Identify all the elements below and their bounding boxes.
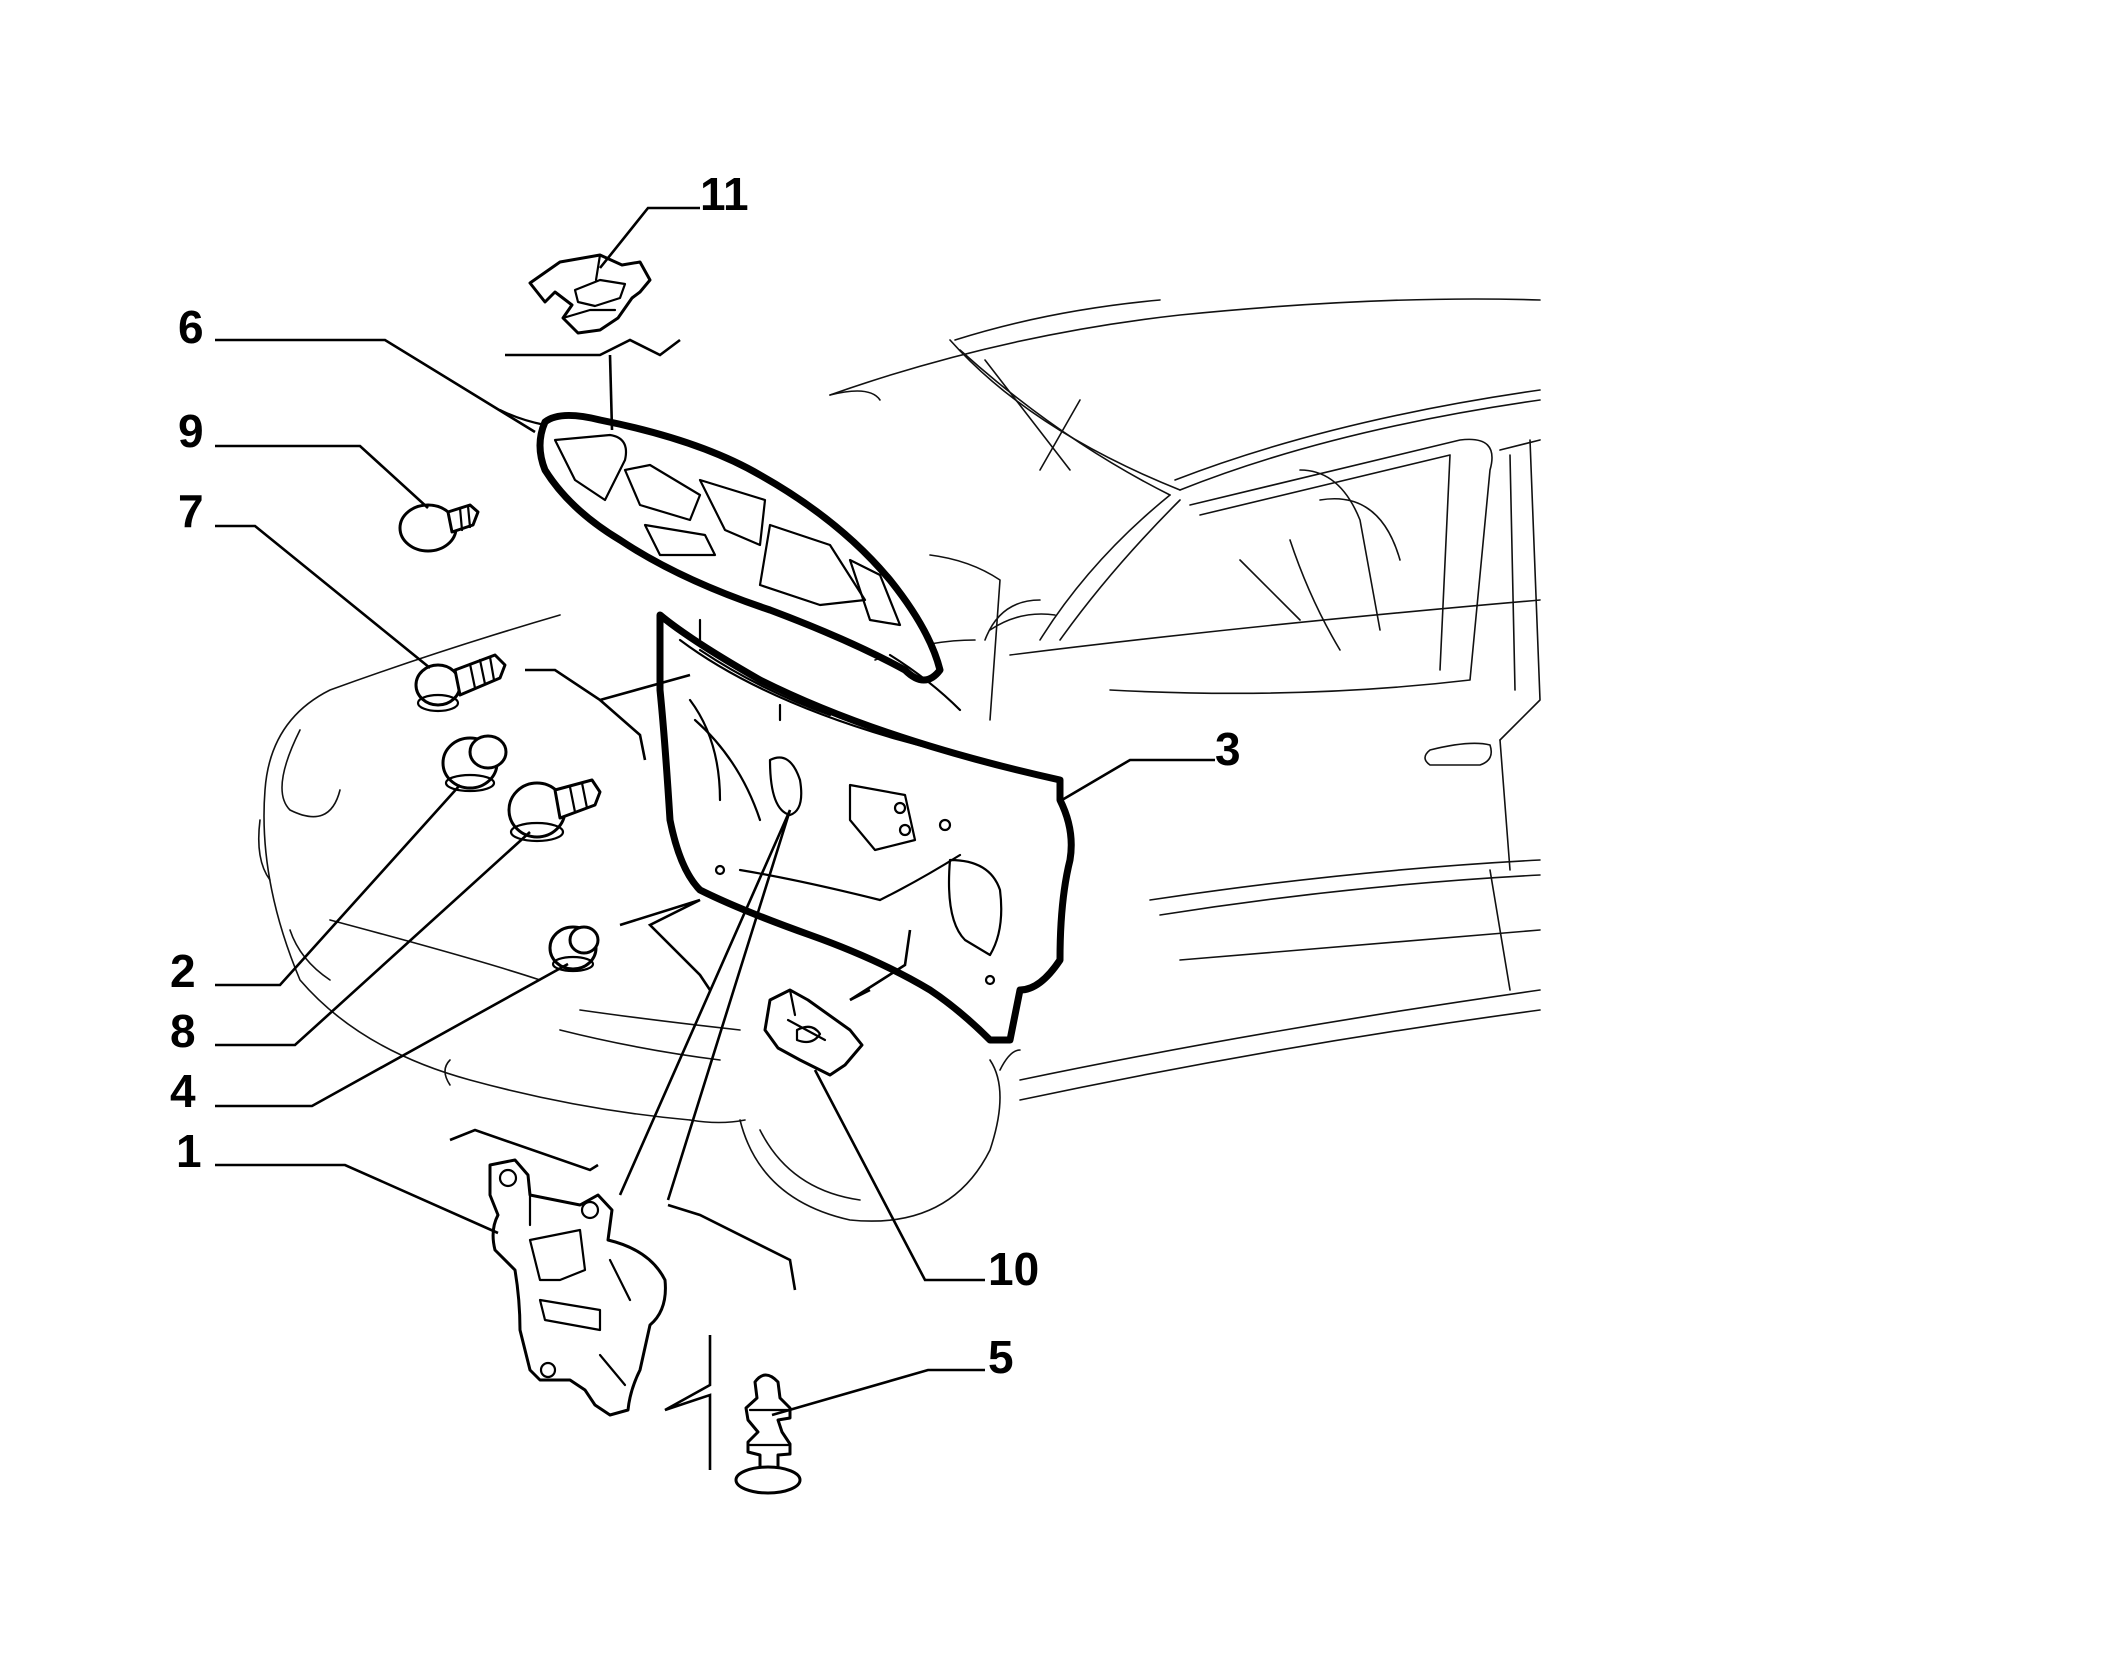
assembly-line-nut-2: [849, 988, 871, 1002]
bracket-brace: [664, 1335, 712, 1470]
callout-labels: 11 6 9 7 2 8 4 1 3 10 5: [170, 168, 1241, 1383]
callout-5: 5: [988, 1331, 1014, 1383]
part-7-screw: [414, 653, 507, 713]
callout-10: 10: [988, 1243, 1039, 1295]
leader-line-8: [215, 831, 531, 1047]
part-10-nut-clip: [763, 988, 864, 1077]
callout-2: 2: [170, 945, 196, 997]
callout-1: 1: [176, 1125, 202, 1177]
leader-lines: [215, 206, 1215, 1417]
leader-line-4: [215, 962, 569, 1108]
callout-9: 9: [178, 405, 204, 457]
assembly-line-pad-2: [608, 354, 614, 431]
assembly-line-lower-3: [667, 1203, 797, 1291]
part-2-button-clip: [441, 734, 508, 793]
callout-8: 8: [170, 1005, 196, 1057]
assembly-line-lower-2: [449, 1128, 599, 1172]
assembly-line-pad: [505, 338, 681, 357]
leader-line-6: [215, 338, 536, 434]
part-11-clip: [528, 253, 652, 335]
callout-7: 7: [178, 485, 204, 537]
assembly-line-fastener-2: [599, 699, 647, 761]
assembly-line-fastener: [525, 668, 691, 702]
part-6-hood-insulation: [498, 408, 962, 712]
assembly-line-lower: [619, 898, 712, 991]
leader-line-2: [215, 784, 461, 987]
part-5-fir-tree-clip: [734, 1373, 802, 1495]
car-body-outline: [257, 298, 1541, 1222]
assembly-line-1: [618, 809, 792, 1201]
callout-11: 11: [700, 168, 749, 220]
callout-3: 3: [1215, 723, 1241, 775]
leader-line-9: [215, 444, 429, 509]
assembly-line-nut: [849, 929, 912, 1002]
part-9-push-pin: [398, 503, 480, 553]
leader-line-10: [813, 1069, 985, 1282]
part-1-bracket-panel: [488, 1158, 667, 1417]
leader-line-11: [598, 206, 700, 269]
part-8-large-screw: [507, 778, 602, 843]
leader-line-3: [1061, 758, 1215, 802]
leader-line-5: [771, 1368, 985, 1417]
part-3-cowl-panel: [656, 611, 1075, 1044]
part-4-small-cap: [548, 925, 600, 973]
leader-line-1: [215, 1163, 499, 1235]
leader-line-7: [215, 524, 431, 670]
callout-4: 4: [170, 1065, 196, 1117]
callout-6: 6: [178, 301, 204, 353]
